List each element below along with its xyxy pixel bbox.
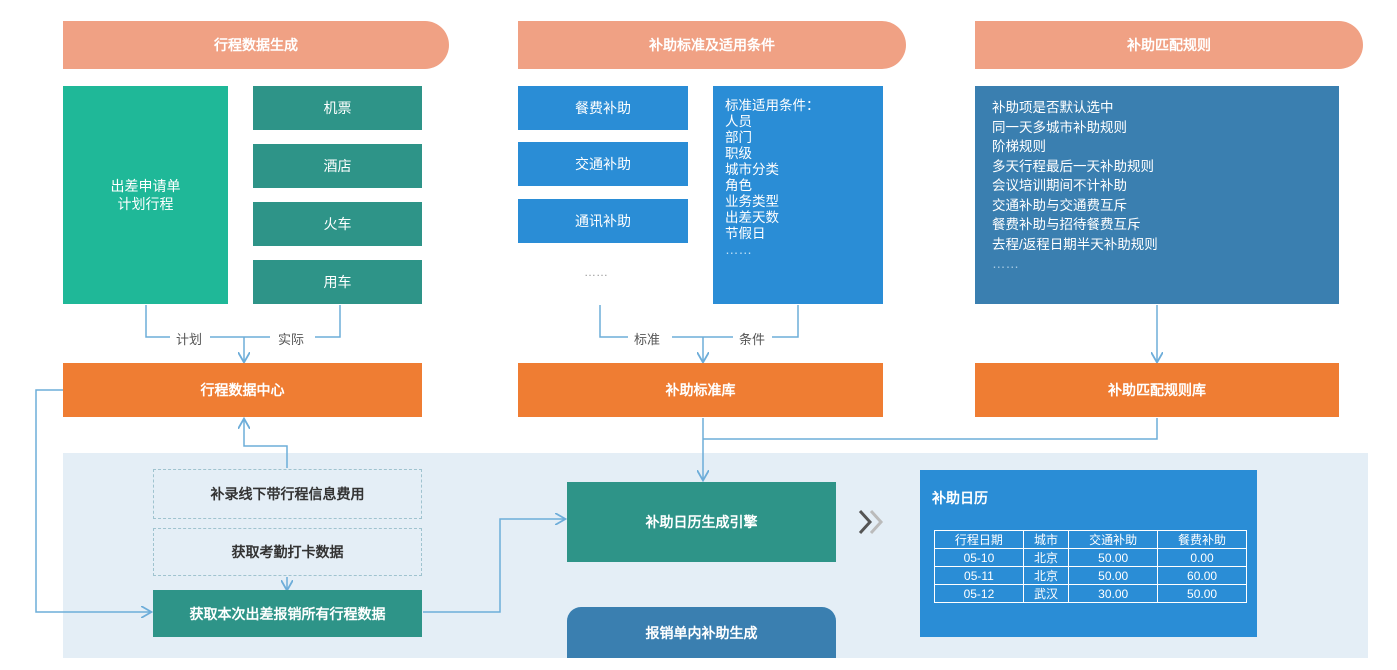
column-header: 城市 [1022, 530, 1070, 549]
calendar-title: 补助日历 [932, 490, 988, 506]
std-item-meal: 餐费补助 [518, 86, 688, 130]
table-header-row: 行程日期 城市 交通补助 餐费补助 [934, 530, 1247, 549]
header-subsidy-rule: 补助匹配规则 [975, 21, 1363, 69]
table-row: 05-10 北京 50.00 0.00 [934, 548, 1247, 567]
conditions-title: 标准适用条件： [725, 98, 820, 113]
table-cell: 50.00 [1157, 584, 1247, 603]
table-cell: 05-11 [934, 566, 1024, 585]
plan-label: 计划 [170, 329, 209, 348]
actual-label: 实际 [272, 329, 311, 348]
condition-label: 条件 [733, 329, 772, 348]
table-cell: 60.00 [1157, 566, 1247, 585]
header-trip-gen: 行程数据生成 [63, 21, 449, 69]
condition-item: 业务类型 [725, 194, 779, 209]
column-header: 餐费补助 [1157, 530, 1247, 549]
expense-subsidy-generation: 报销单内补助生成 [567, 607, 836, 658]
table-cell: 北京 [1022, 548, 1070, 567]
subsidy-standard-library: 补助标准库 [518, 363, 883, 417]
table-cell: 北京 [1022, 566, 1070, 585]
chevron-right-icon [858, 509, 884, 535]
trip-item-flight: 机票 [253, 86, 422, 130]
table-cell: 武汉 [1022, 584, 1070, 603]
condition-item: 角色 [725, 178, 752, 193]
trip-item-car: 用车 [253, 260, 422, 304]
table-cell: 0.00 [1157, 548, 1247, 567]
subsidy-calendar-panel: 补助日历 行程日期 城市 交通补助 餐费补助 05-10 北京 50.00 0.… [920, 470, 1257, 637]
condition-item: 出差天数 [725, 210, 779, 225]
std-ellipsis: …… [584, 265, 608, 279]
condition-item: 城市分类 [725, 162, 779, 177]
table-cell: 50.00 [1068, 548, 1159, 567]
rules-box: 补助项是否默认选中 同一天多城市补助规则 阶梯规则 多天行程最后一天补助规则 会… [975, 86, 1339, 304]
fetch-all-trip-data: 获取本次出差报销所有行程数据 [153, 590, 422, 637]
rule-item: 餐费补助与招待餐费互斥 [992, 217, 1141, 232]
calendar-engine: 补助日历生成引擎 [567, 482, 836, 562]
travel-application-line1: 出差申请单 [110, 178, 181, 194]
column-header: 行程日期 [934, 530, 1024, 549]
standard-label: 标准 [628, 329, 667, 348]
table-row: 05-12 武汉 30.00 50.00 [934, 584, 1247, 603]
std-item-transport: 交通补助 [518, 142, 688, 186]
table-cell: 05-12 [934, 584, 1024, 603]
rule-item: 去程/返程日期半天补助规则 [992, 236, 1158, 252]
travel-application-line2: 计划行程 [117, 196, 174, 212]
trip-item-train: 火车 [253, 202, 422, 246]
rule-item: 同一天多城市补助规则 [992, 119, 1127, 135]
trip-item-hotel: 酒店 [253, 144, 422, 188]
rule-item: 阶梯规则 [992, 139, 1046, 154]
rule-item: …… [992, 256, 1019, 271]
rule-item: 多天行程最后一天补助规则 [992, 158, 1154, 174]
trip-data-center: 行程数据中心 [63, 363, 422, 417]
table-row: 05-11 北京 50.00 60.00 [934, 566, 1247, 585]
rule-item: 会议培训期间不计补助 [992, 178, 1127, 193]
rule-item: 补助项是否默认选中 [992, 100, 1114, 115]
travel-application-box: 出差申请单 计划行程 [63, 86, 228, 304]
calendar-table: 行程日期 城市 交通补助 餐费补助 05-10 北京 50.00 0.00 05… [934, 530, 1247, 603]
condition-item: 部门 [725, 130, 752, 145]
subsidy-rule-library: 补助匹配规则库 [975, 363, 1339, 417]
rule-item: 交通补助与交通费互斥 [992, 197, 1127, 213]
header-subsidy-standard: 补助标准及适用条件 [518, 21, 906, 69]
conditions-box: 标准适用条件： 人员 部门 职级 城市分类 角色 业务类型 出差天数 节假日 …… [713, 86, 883, 304]
condition-item: 人员 [725, 114, 752, 129]
condition-item: 节假日 [725, 226, 766, 241]
table-cell: 05-10 [934, 548, 1024, 567]
table-cell: 50.00 [1068, 566, 1159, 585]
attendance-data: 获取考勤打卡数据 [153, 528, 422, 576]
table-cell: 30.00 [1068, 584, 1159, 603]
std-item-telecom: 通讯补助 [518, 199, 688, 243]
condition-item: …… [725, 242, 752, 257]
column-header: 交通补助 [1068, 530, 1159, 549]
condition-item: 职级 [725, 146, 752, 161]
supplement-offline-expense: 补录线下带行程信息费用 [153, 469, 422, 519]
